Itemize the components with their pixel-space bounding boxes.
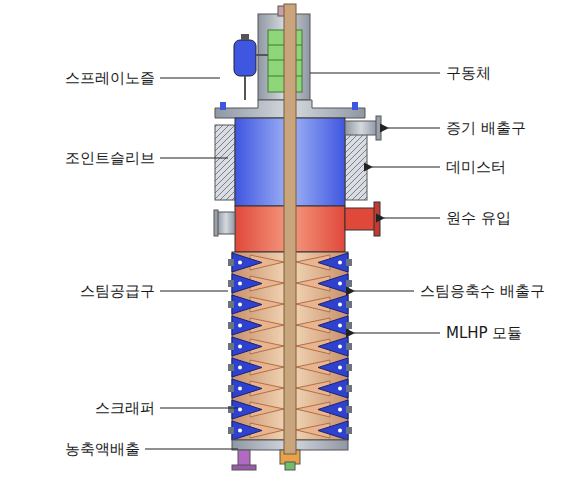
steam-port xyxy=(346,280,352,287)
steam-jacket xyxy=(318,379,348,398)
steam-jacket xyxy=(318,421,348,440)
dot xyxy=(238,324,242,328)
steam-port xyxy=(228,427,234,434)
part-label: 원수 유입 xyxy=(444,209,513,227)
steam-port xyxy=(346,427,352,434)
dot xyxy=(238,303,242,307)
dot xyxy=(338,261,342,265)
steam-jacket xyxy=(318,295,348,314)
steam-jacket xyxy=(318,358,348,377)
spray-nozzle xyxy=(220,102,226,110)
dot xyxy=(238,366,242,370)
vapor-outlet xyxy=(345,116,381,140)
dot xyxy=(338,387,342,391)
steam-jacket xyxy=(232,253,262,272)
part-label: 구동체 xyxy=(444,64,493,82)
dot xyxy=(338,366,342,370)
part-label: 증기 배출구 xyxy=(444,119,528,137)
dot xyxy=(238,429,242,433)
dot xyxy=(238,261,242,265)
side-pipe xyxy=(214,210,235,236)
dot xyxy=(338,324,342,328)
steam-jacket xyxy=(232,337,262,356)
steam-jacket xyxy=(232,358,262,377)
part-label: 스팀공급구 xyxy=(78,282,157,300)
steam-jacket xyxy=(232,379,262,398)
steam-jacket xyxy=(318,400,348,419)
steam-port xyxy=(228,385,234,392)
dot xyxy=(338,345,342,349)
steam-jacket xyxy=(232,316,262,335)
steam-jacket xyxy=(232,274,262,293)
spray-nozzle xyxy=(352,102,358,110)
part-label: 스크래퍼 xyxy=(93,399,157,417)
part-label: 농축액배출 xyxy=(63,440,142,458)
steam-port xyxy=(346,322,352,329)
feed-inlet xyxy=(345,202,380,236)
steam-port xyxy=(228,280,234,287)
part-label: 조인트슬리브 xyxy=(63,149,157,167)
steam-port xyxy=(228,406,234,413)
steam-port xyxy=(346,259,352,266)
steam-jacket xyxy=(232,295,262,314)
steam-port xyxy=(346,301,352,308)
dot xyxy=(238,387,242,391)
steam-port xyxy=(228,259,234,266)
concentrate-outlet-flange xyxy=(232,465,256,470)
steam-port xyxy=(346,385,352,392)
demister xyxy=(345,125,367,200)
dot xyxy=(338,282,342,286)
steam-port xyxy=(228,343,234,350)
steam-jacket xyxy=(318,274,348,293)
steam-port xyxy=(228,322,234,329)
steam-jacket xyxy=(318,337,348,356)
shaft xyxy=(284,4,296,454)
accumulator xyxy=(234,34,268,100)
steam-jacket xyxy=(232,400,262,419)
steam-jacket xyxy=(318,253,348,272)
part-label: 스프레이노즐 xyxy=(63,69,157,87)
bottom-bearing xyxy=(285,462,295,470)
dot xyxy=(238,345,242,349)
steam-jacket xyxy=(232,421,262,440)
dot xyxy=(238,282,242,286)
steam-port xyxy=(228,364,234,371)
dot xyxy=(338,429,342,433)
dot xyxy=(338,408,342,412)
leader-lines xyxy=(145,73,440,449)
part-label: MLHP 모듈 xyxy=(444,324,524,342)
demister xyxy=(215,125,235,200)
dot xyxy=(238,408,242,412)
part-label: 데미스터 xyxy=(444,158,508,176)
dot xyxy=(338,303,342,307)
steam-port xyxy=(346,406,352,413)
steam-port xyxy=(228,301,234,308)
steam-port xyxy=(346,343,352,350)
part-label: 스팀응축수 배출구 xyxy=(418,282,547,300)
steam-jacket xyxy=(318,316,348,335)
steam-port xyxy=(346,364,352,371)
